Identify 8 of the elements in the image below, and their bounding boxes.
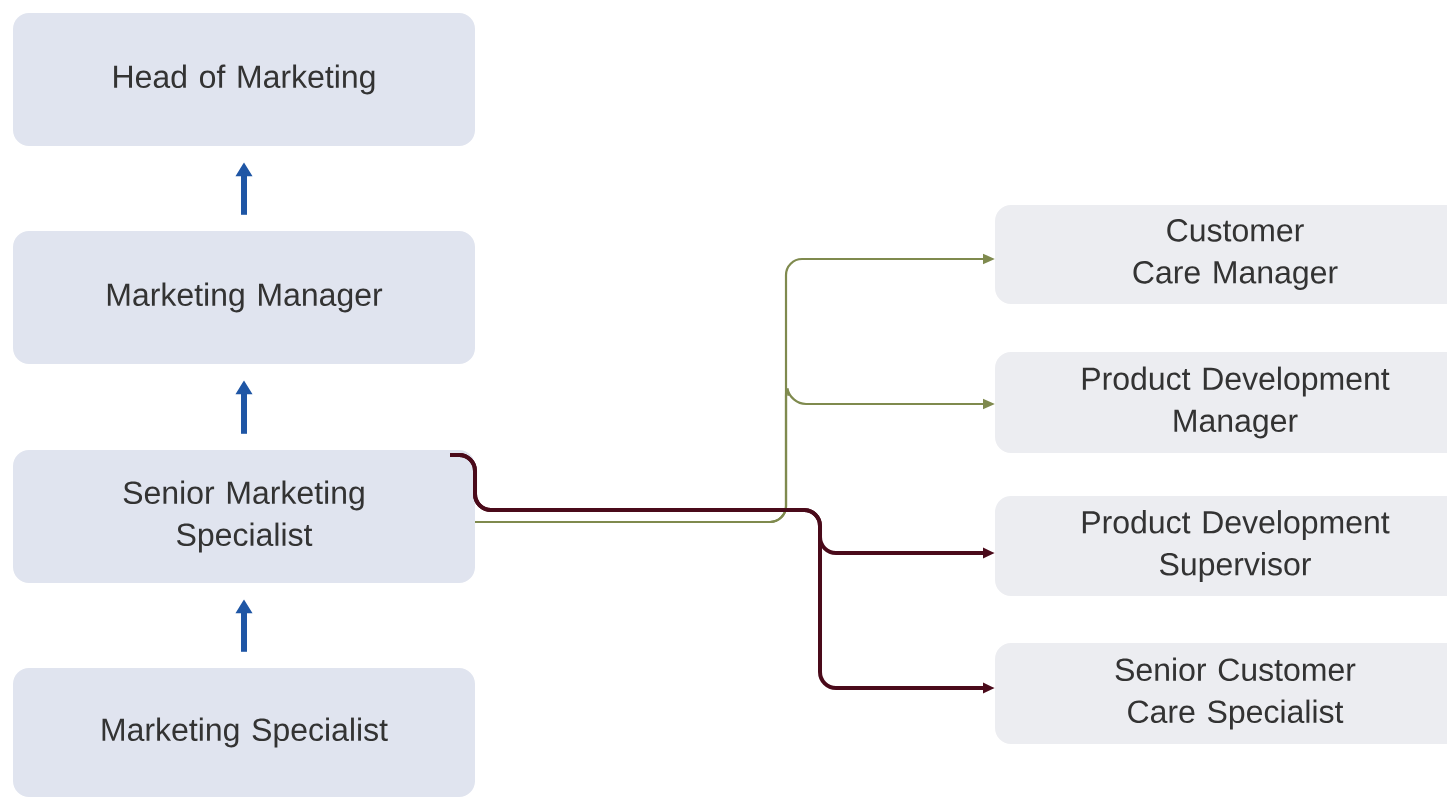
org-box: Product Development Manager [995, 352, 1447, 453]
org-box: Marketing Specialist [13, 668, 475, 797]
org-box: Senior Customer Care Specialist [995, 643, 1447, 744]
org-box: Product Development Supervisor [995, 496, 1447, 596]
org-box: Marketing Manager [13, 231, 475, 364]
org-box: Customer Care Manager [995, 205, 1447, 304]
org-box: Head of Marketing [13, 13, 475, 146]
org-box: Senior Marketing Specialist [13, 450, 475, 583]
